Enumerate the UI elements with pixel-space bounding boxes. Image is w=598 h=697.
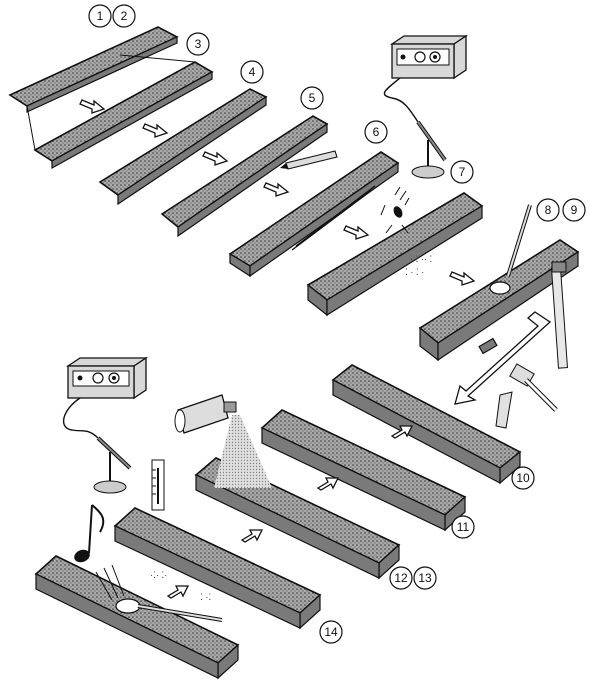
- step-number-1: 1: [88, 4, 112, 28]
- bar-step-5: [160, 115, 329, 238]
- tuner-device-icon: [389, 34, 469, 80]
- svg-text:⁚ ·⁚: ⁚ ·⁚: [200, 592, 211, 602]
- pencil-icon: [280, 150, 338, 170]
- bar-step-1-2: [8, 26, 179, 113]
- svg-text:11: 11: [457, 520, 470, 534]
- step-number-4: 4: [240, 60, 264, 84]
- step-number-8: 8: [536, 198, 560, 222]
- svg-text:13: 13: [418, 571, 432, 585]
- spray-gun-icon: [174, 394, 237, 434]
- microphone-icon: [93, 436, 132, 494]
- mic-cable: [62, 397, 99, 439]
- svg-text:4: 4: [249, 65, 256, 79]
- step-number-11: 11: [451, 515, 475, 539]
- vibration-marks: ·⁚· ⁚·: [150, 570, 167, 580]
- step-number-3: 3: [186, 32, 210, 56]
- svg-text:1: 1: [97, 9, 104, 23]
- svg-text:8: 8: [545, 203, 552, 217]
- bar-step-4: [98, 88, 268, 206]
- square-ruler-icon: [495, 391, 513, 429]
- step-number-12: 12: [389, 566, 413, 590]
- svg-text:14: 14: [324, 625, 338, 639]
- svg-text:2: 2: [121, 9, 128, 23]
- step-number-5: 5: [300, 86, 324, 110]
- tuner-device-icon: [65, 356, 149, 400]
- thermometer-icon: [151, 459, 165, 511]
- svg-text:⁚ · ⁚ ·: ⁚ · ⁚ ·: [405, 267, 424, 277]
- svg-text:12: 12: [394, 571, 408, 585]
- step-number-14: 14: [319, 620, 343, 644]
- connector-line: [26, 105, 36, 151]
- step-number-10: 10: [511, 466, 535, 490]
- svg-text:6: 6: [373, 125, 380, 139]
- step-number-9: 9: [562, 198, 586, 222]
- sound-lines: [95, 564, 125, 601]
- step-number-13: 13: [413, 566, 437, 590]
- svg-text:7: 7: [459, 165, 466, 179]
- mic-cable: [383, 77, 423, 129]
- mallet-icon: [506, 204, 532, 277]
- bar-step-14a: [113, 507, 322, 630]
- bar-step-7: [306, 192, 484, 317]
- bar-step-11: [260, 409, 467, 532]
- svg-text:9: 9: [571, 203, 578, 217]
- hammer-icon: [509, 363, 558, 412]
- return-arrow: [454, 311, 552, 405]
- svg-text:· ⁚ ·· ⁚: · ⁚ ·· ⁚: [410, 254, 432, 264]
- connector-line: [119, 54, 196, 63]
- step-number-7: 7: [450, 160, 474, 184]
- svg-text:3: 3: [195, 37, 202, 51]
- microphone-icon: [411, 120, 447, 179]
- bar-step-10: [331, 364, 522, 485]
- step-number-6: 6: [364, 120, 388, 144]
- spray-cone: [214, 415, 272, 488]
- vibration-marks: · ⁚ ·· ⁚ ⁚ · ⁚ ·: [380, 186, 432, 277]
- music-note-icon: [74, 504, 105, 563]
- step-number-2: 2: [112, 4, 136, 28]
- bar-step-3: [33, 61, 214, 170]
- svg-text:5: 5: [309, 91, 316, 105]
- process-arrows: [79, 99, 476, 599]
- bar-step-14b: [34, 555, 240, 680]
- mallet-icon: [137, 604, 223, 622]
- chisel-icon: [550, 261, 569, 369]
- carved-hollow: [489, 281, 511, 295]
- bar-step-6: [228, 151, 400, 278]
- cut-line: [295, 185, 376, 247]
- bar-step-8-9: [418, 239, 580, 362]
- svg-text:10: 10: [516, 471, 530, 485]
